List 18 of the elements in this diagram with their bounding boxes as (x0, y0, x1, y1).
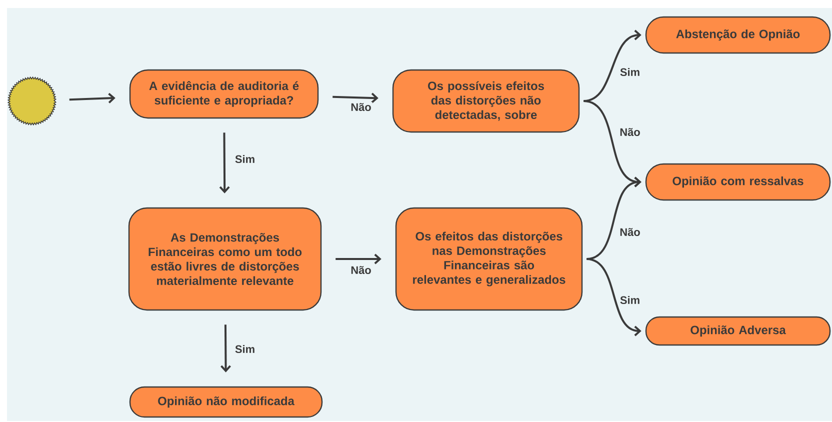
process-box: Opinião não modificada (129, 386, 323, 418)
edge-label: Não (618, 127, 642, 137)
process-box: Os possíveis efeitos das distorções não detectadas, sobre (392, 69, 580, 133)
process-box: A evidência de auditoria é suficiente e apropriada? (129, 69, 319, 119)
arrow (332, 92, 378, 104)
arrow (586, 258, 642, 336)
edge-label: Não (350, 265, 372, 275)
arrow (336, 254, 382, 264)
arrow (220, 324, 231, 372)
edge-label: Não (350, 102, 372, 112)
process-box: Opinião Adversa (645, 316, 831, 346)
edge-label: Não (618, 227, 642, 237)
arrow (219, 132, 230, 194)
process-box: Os efeitos das distorções nas Demonstrações Financeiras são relevantes e generalizados (395, 207, 583, 311)
process-box: As Demonstrações Financeiras como um todo estão livres de distorções materialmente relevante (128, 207, 322, 311)
process-box: Abstenção de Opnião (645, 16, 831, 54)
process-box: Opinião com ressalvas (645, 163, 831, 201)
arrow (69, 92, 116, 104)
